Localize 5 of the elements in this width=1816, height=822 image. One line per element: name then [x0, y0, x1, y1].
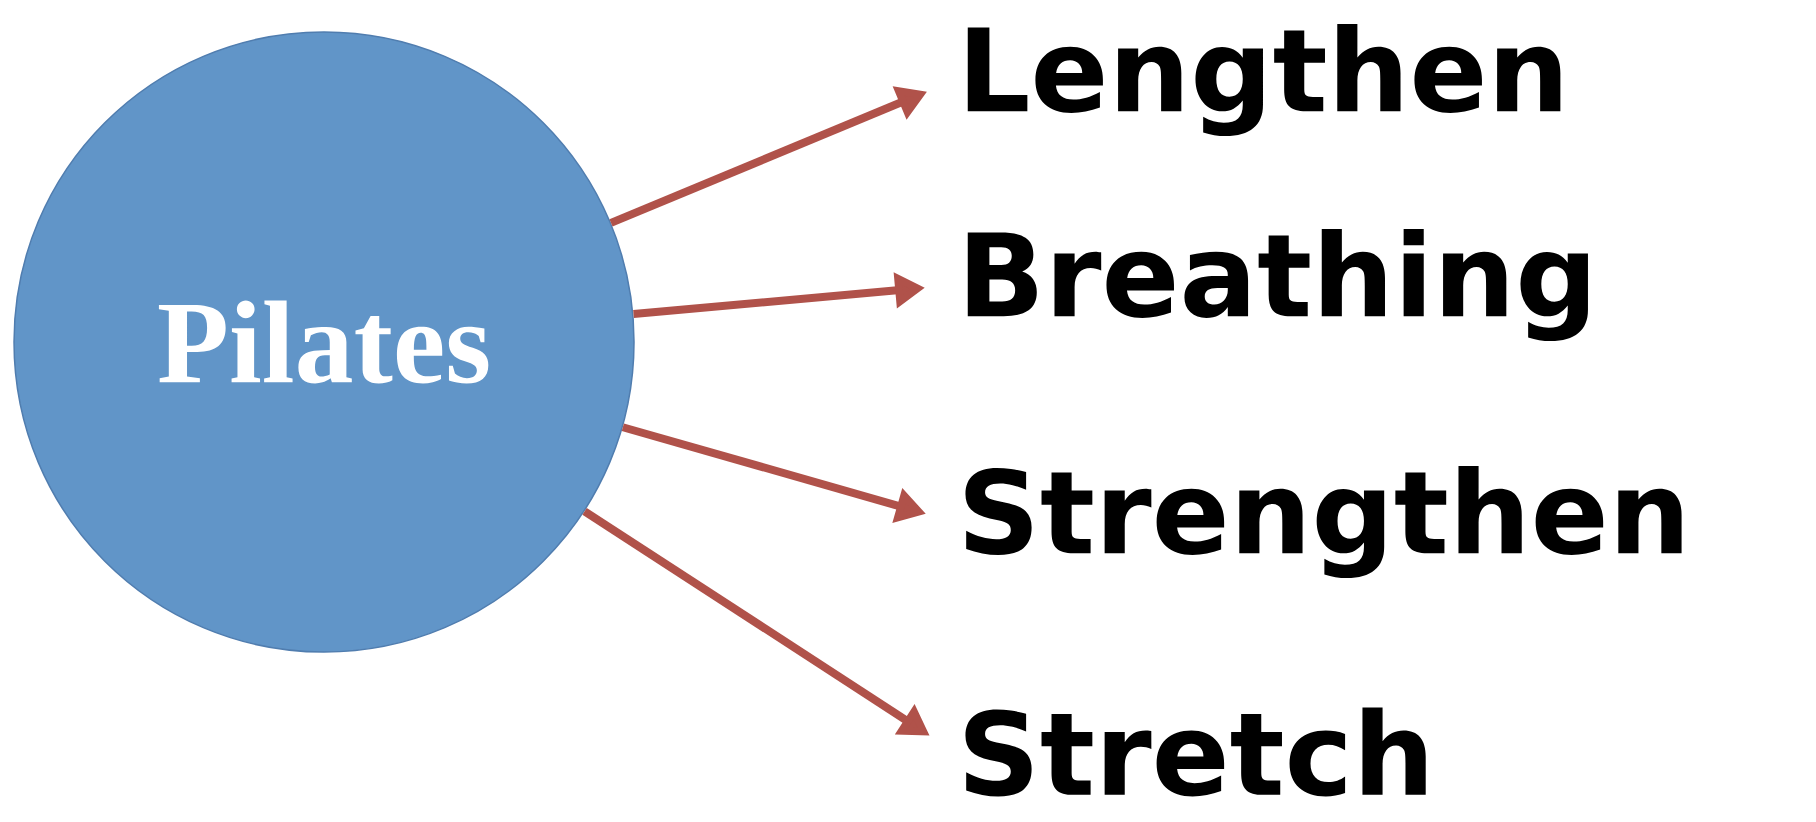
word-label: Stretch [965, 707, 1426, 797]
word-label: Lengthen [967, 23, 1561, 137]
circle-node: Pilates [13, 31, 635, 653]
word-label: Breathing [967, 228, 1588, 342]
word-label: Strengthen [965, 465, 1682, 579]
